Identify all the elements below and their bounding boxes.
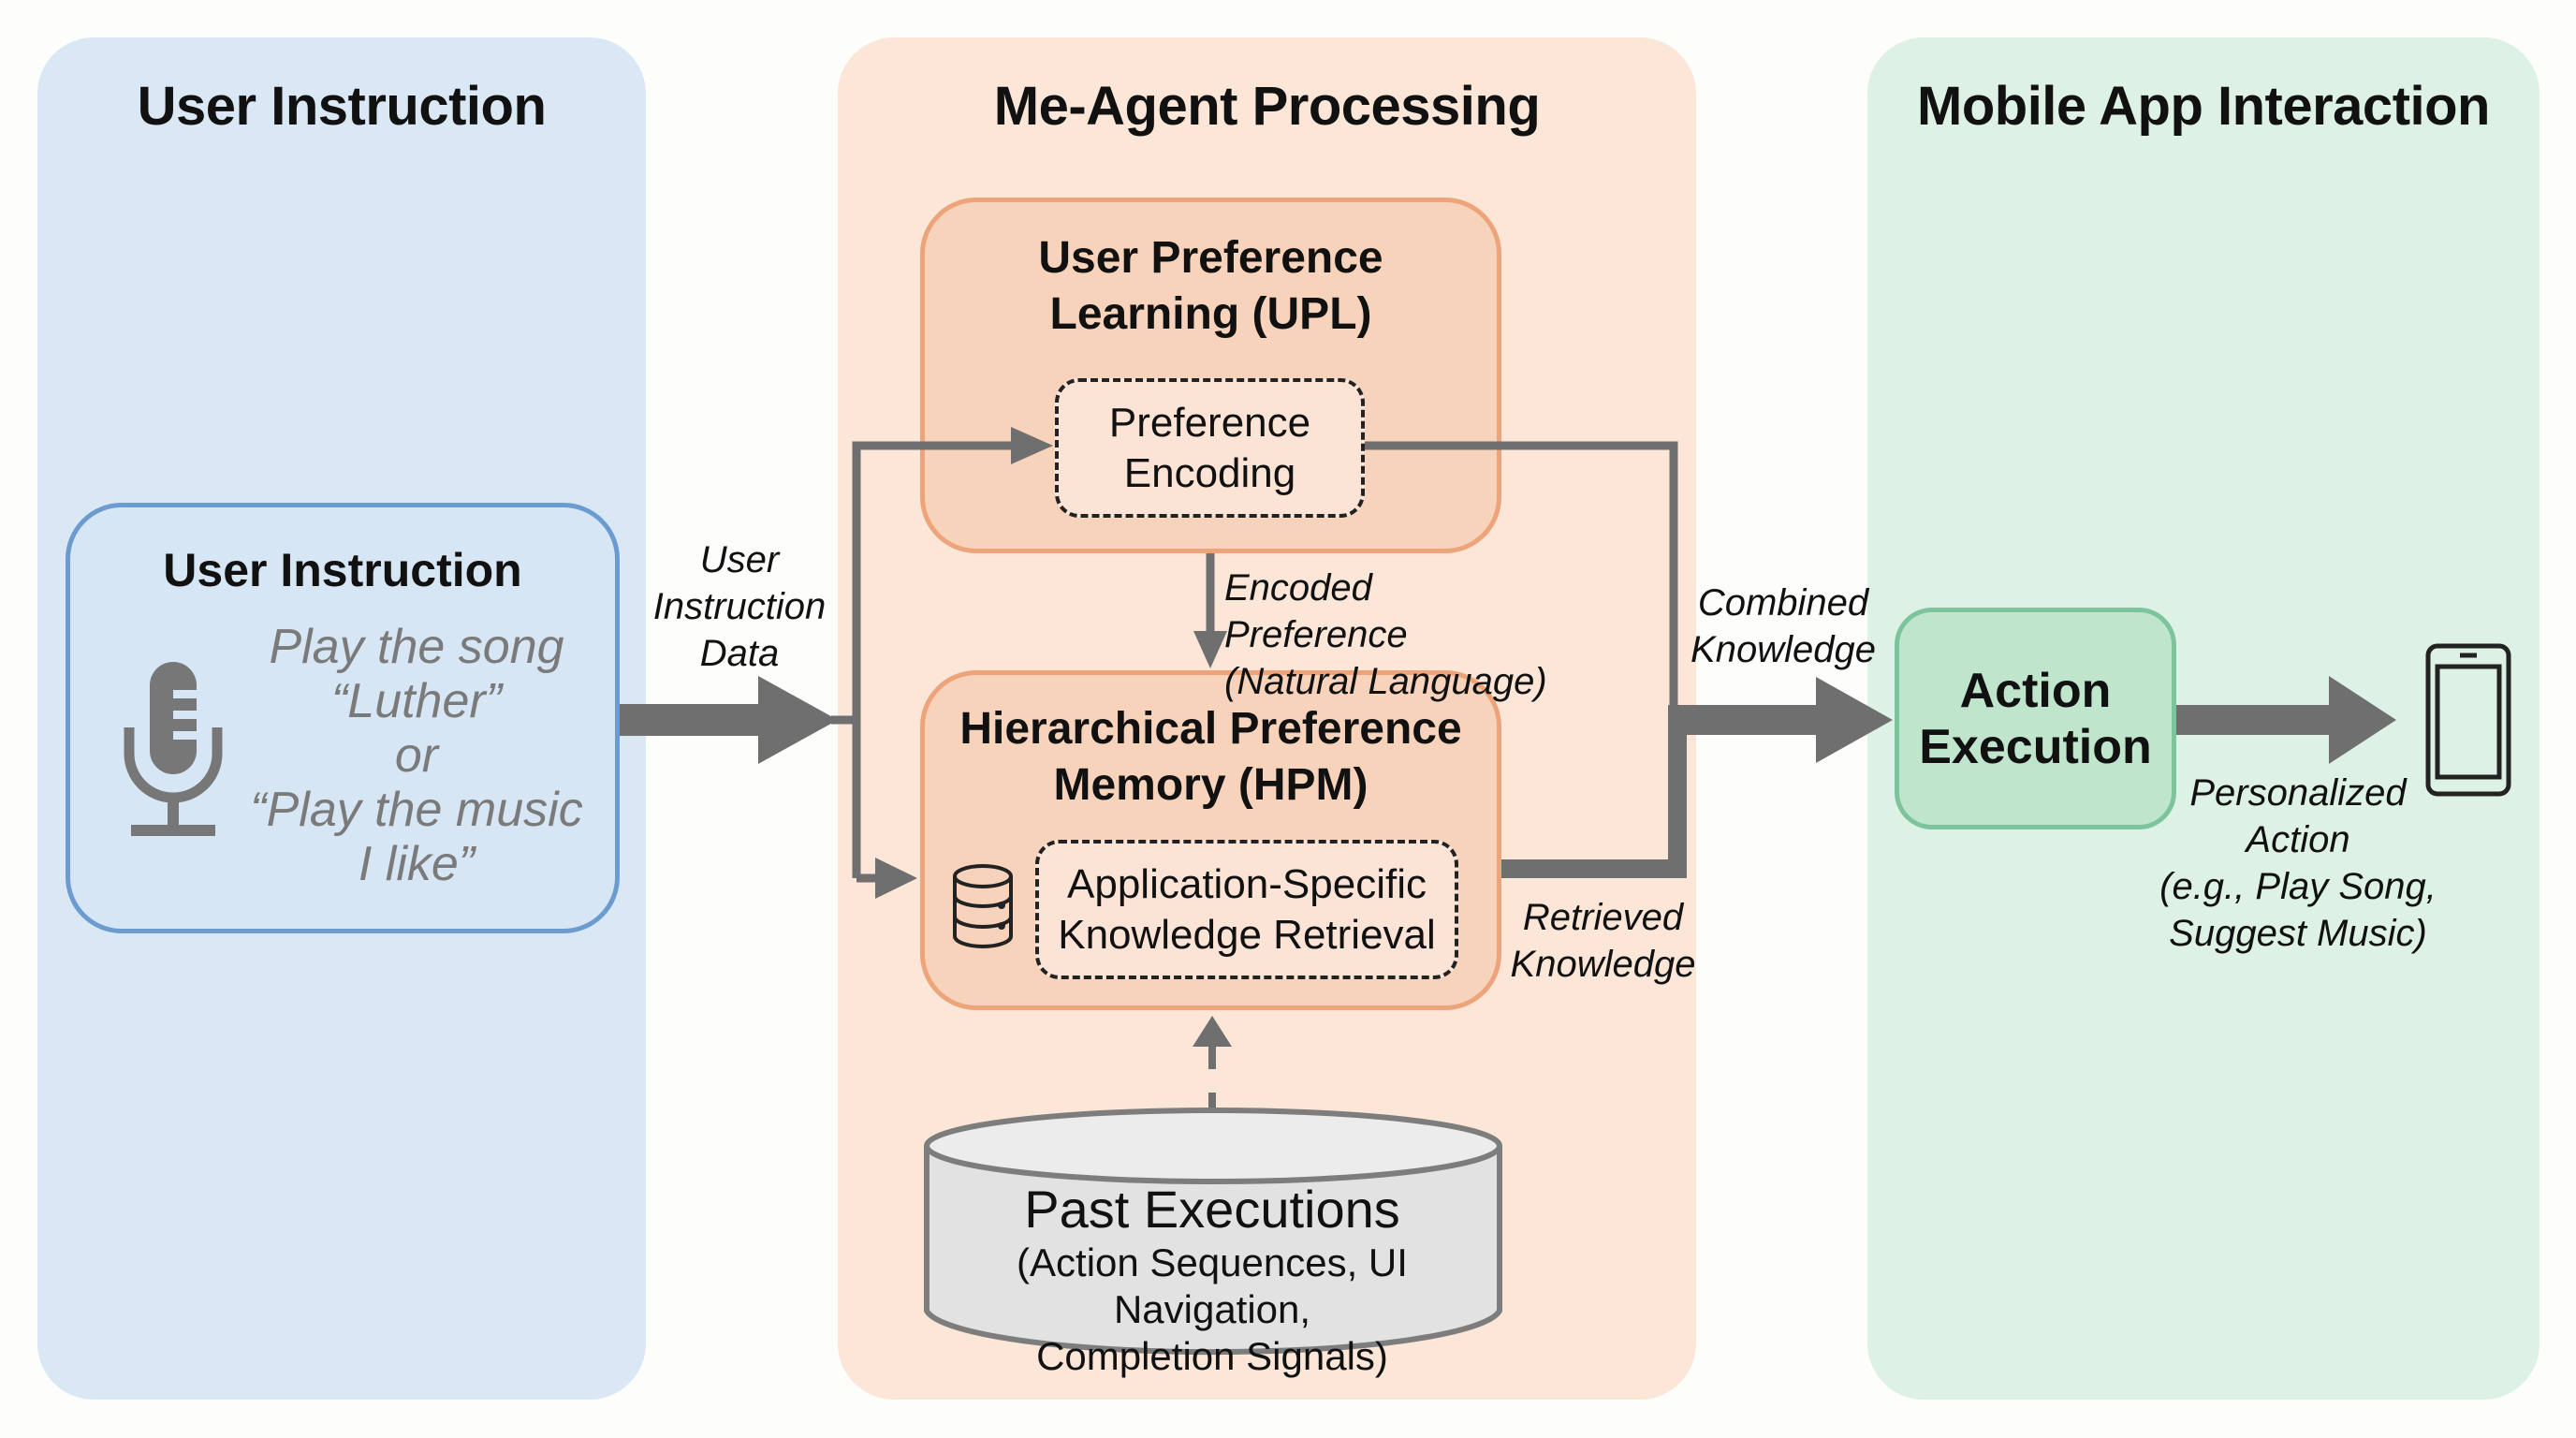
label-line: (e.g., Play Song, xyxy=(2159,866,2437,907)
past-executions-subtitle-line: (Action Sequences, UI Navigation, xyxy=(1017,1240,1408,1331)
knowledge-retrieval-line: Knowledge Retrieval xyxy=(1058,911,1436,958)
preference-encoding-box: Preference Encoding xyxy=(1055,378,1365,518)
label-line: Data xyxy=(699,633,780,674)
hpm-title-line: Hierarchical Preference xyxy=(959,704,1462,754)
knowledge-retrieval-line: Application-Specific xyxy=(1067,860,1427,907)
connector-retrieved-knowledge xyxy=(1501,717,1687,878)
arrow-user-instruction-data xyxy=(620,676,838,764)
preference-encoding-line: Preference xyxy=(1108,399,1311,446)
application-specific-knowledge-retrieval-box: Application-Specific Knowledge Retrieval xyxy=(1035,840,1458,979)
past-executions-subtitle-line: Completion Signals) xyxy=(1036,1334,1388,1378)
label-line: (Natural Language) xyxy=(1224,661,1547,702)
arrow-personalized-action xyxy=(2176,676,2396,764)
quote-line: or xyxy=(394,728,439,783)
panel-title-user-instruction: User Instruction xyxy=(137,76,547,137)
past-executions-text: Past Executions (Action Sequences, UI Na… xyxy=(925,1180,1500,1380)
arrow-past-executions-to-hpm xyxy=(1193,1016,1232,1109)
action-execution-line: Execution xyxy=(1919,719,2152,774)
label-line: Instruction xyxy=(652,586,827,627)
label-line: Action xyxy=(2246,819,2350,860)
panel-title-me-agent-processing: Me-Agent Processing xyxy=(993,76,1541,137)
hpm-title-line: Memory (HPM) xyxy=(1053,760,1368,810)
action-execution-box: Action Execution xyxy=(1895,608,2176,829)
hpm-title: Hierarchical Preference Memory (HPM) xyxy=(925,701,1497,814)
label-personalized-action: Personalized Action (e.g., Play Song, Su… xyxy=(2153,770,2443,957)
smartphone-icon xyxy=(2425,643,2511,797)
quote-line: I like” xyxy=(358,837,476,891)
arrow-combined-knowledge xyxy=(1668,677,1893,763)
upl-title-line: Learning (UPL) xyxy=(1049,289,1372,339)
label-combined-knowledge: Combined Knowledge xyxy=(1685,580,1881,673)
quote-line: Play the song xyxy=(269,620,564,674)
panel-title-mobile-app-interaction: Mobile App Interaction xyxy=(1917,76,2490,137)
microphone-icon xyxy=(124,662,223,836)
label-user-instruction-data: User Instruction Data xyxy=(637,536,842,677)
database-icon xyxy=(953,864,1013,948)
label-line: Knowledge xyxy=(1690,629,1876,670)
label-line: User xyxy=(699,539,780,580)
upl-title-line: User Preference xyxy=(1038,233,1383,283)
preference-encoding-line: Encoding xyxy=(1123,449,1296,496)
label-line: Personalized xyxy=(2189,772,2407,814)
upl-title: User Preference Learning (UPL) xyxy=(925,230,1497,343)
quote-line: “Luther” xyxy=(330,674,503,728)
user-instruction-box: User Instruction Play the song “Luther” … xyxy=(66,503,620,933)
label-line: Suggest Music) xyxy=(2169,913,2427,954)
arrow-encoded-preference xyxy=(1193,553,1227,668)
label-line: Combined xyxy=(1697,582,1869,624)
arrow-to-hpm xyxy=(875,858,917,899)
user-instruction-quote: Play the song “Luther” or “Play the musi… xyxy=(229,620,604,891)
label-retrieved-knowledge: Retrieved Knowledge xyxy=(1502,894,1704,988)
arrow-to-preference-encoding xyxy=(1011,427,1053,464)
action-execution-line: Action xyxy=(1959,663,2112,718)
label-line: Knowledge xyxy=(1510,944,1696,985)
label-line: Encoded Preference xyxy=(1224,567,1408,655)
past-executions-title: Past Executions xyxy=(1024,1180,1400,1239)
user-instruction-box-title: User Instruction xyxy=(163,544,522,596)
connector-preference-to-combined xyxy=(1365,441,1678,712)
split-connector xyxy=(831,441,1016,883)
label-line: Retrieved xyxy=(1522,897,1684,938)
past-executions-cylinder xyxy=(924,1108,1502,1356)
label-encoded-preference: Encoded Preference (Natural Language) xyxy=(1224,565,1561,705)
quote-line: “Play the music xyxy=(250,783,583,837)
past-executions-subtitle: (Action Sequences, UI Navigation, Comple… xyxy=(925,1240,1500,1380)
